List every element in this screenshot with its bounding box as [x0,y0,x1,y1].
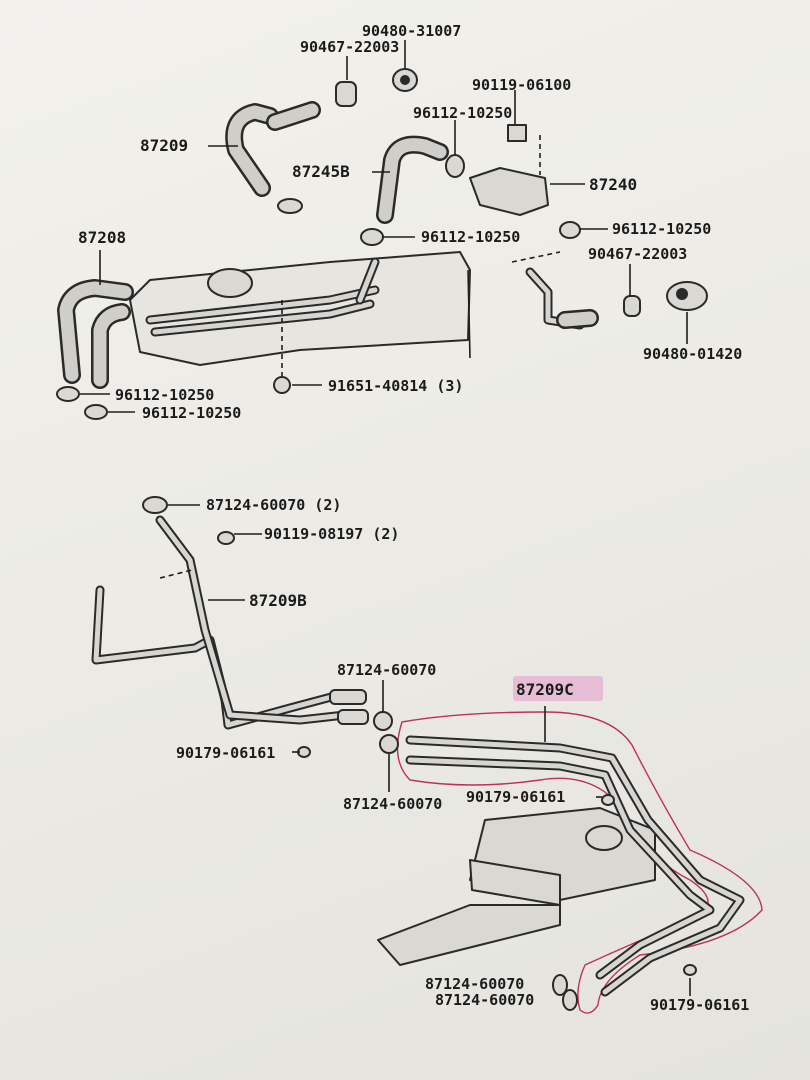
bolt-90119-icon [217,531,235,545]
clamp-icon [445,154,465,178]
label-90467-22003-right: 90467-22003 [588,245,687,263]
heater-unit [377,807,656,966]
clamp-icon [277,198,303,214]
clamp-icon [360,228,384,246]
label-90179-06161-left: 90179-06161 [176,744,275,762]
bolt-91651-icon [273,376,291,394]
cap-87124-icon [379,734,399,754]
label-87209B: 87209B [249,591,307,610]
label-96112-10250-mid: 96112-10250 [421,228,520,246]
bolt-icon [507,124,527,142]
clamp-90467-icon [623,295,641,317]
callout-outline [396,711,763,1014]
label-96112-10250: 96112-10250 [413,104,512,122]
label-96112-10250-low2: 96112-10250 [142,404,241,422]
pipe-end-icon [329,689,367,705]
label-90119-08197-2: 90119-08197 (2) [264,525,399,543]
bolt-90179-icon [683,964,697,976]
label-87209C: 87209C [516,680,574,699]
label-87124-60070-top: 87124-60070 [337,661,436,679]
label-87208: 87208 [78,228,126,247]
label-90480-01420: 90480-01420 [643,345,742,363]
clamp-icon [56,386,80,402]
label-90467-22003: 90467-22003 [300,38,399,56]
valve-87240 [469,167,549,216]
label-87124-60070-low2: 87124-60070 [435,991,534,1009]
lower-assembly: 87124-60070 (2) 90119-08197 (2) 87209B 8… [91,496,763,1014]
label-96112-10250-low1: 96112-10250 [115,386,214,404]
label-91651-40814: 91651-40814 (3) [328,377,463,395]
label-87245B: 87245B [292,162,350,181]
label-90480-31007: 90480-31007 [362,22,461,40]
label-90119-06100: 90119-06100 [472,76,571,94]
reservoir-cap [207,268,253,298]
engine-edge-line [467,269,471,359]
cap-87124-icon [552,974,568,996]
clamp-icon [559,221,581,239]
label-87124-60070-mid: 87124-60070 [343,795,442,813]
bolt-90179-icon [601,794,615,806]
label-90179-06161-mid: 90179-06161 [466,788,565,806]
label-87124-60070-low1: 87124-60070 [425,975,524,993]
cap-87124-icon [373,711,393,731]
label-highlight [513,676,603,701]
clamp-icon [84,404,108,420]
cap-87124-icon [142,496,168,514]
label-87209: 87209 [140,136,188,155]
upper-assembly: 90480-31007 90467-22003 90119-06100 9611… [56,22,742,422]
clamp-90467-icon [335,81,357,107]
label-87124-60070-2: 87124-60070 (2) [206,496,341,514]
label-87240: 87240 [589,175,637,194]
label-96112-10250-right: 96112-10250 [612,220,711,238]
cap-87124-icon [562,989,578,1011]
engine-outline [129,251,471,366]
label-90179-06161-right: 90179-06161 [650,996,749,1014]
